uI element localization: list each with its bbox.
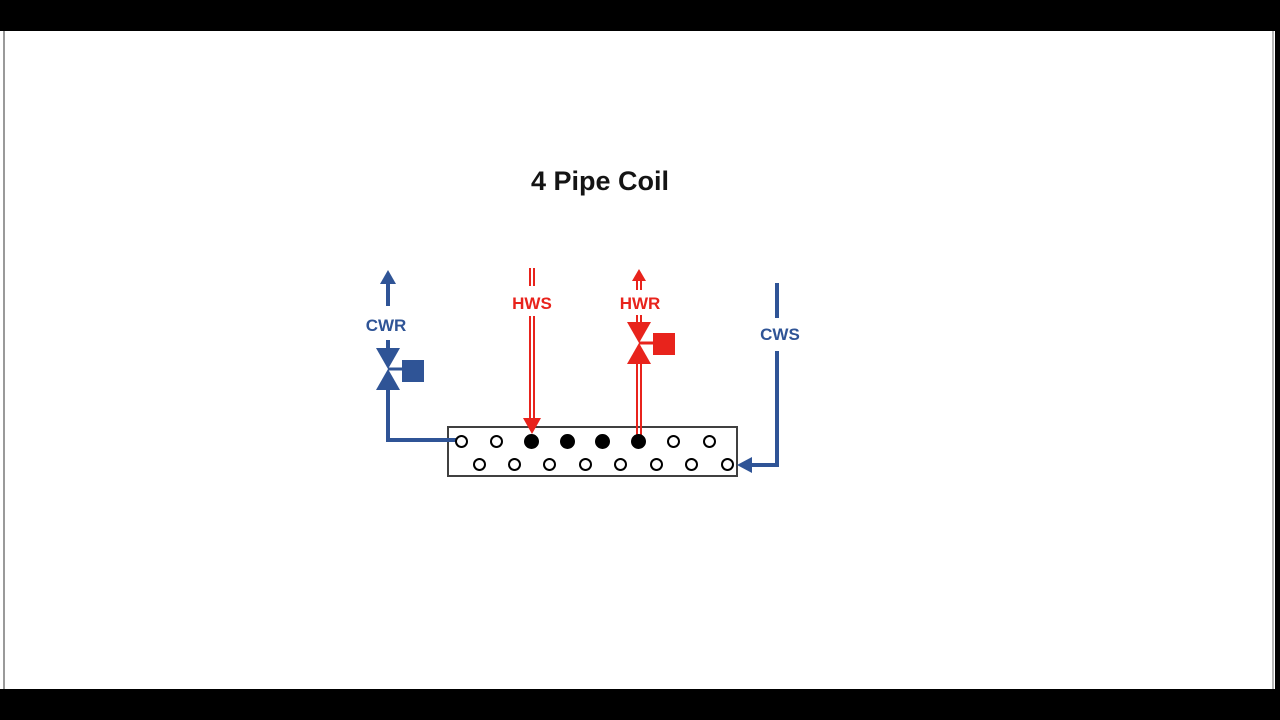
slide-right-edge: [1272, 31, 1274, 689]
cwr-valve-inlet-pipe: [386, 340, 390, 349]
hwr-valve-inlet-pipe: [636, 315, 642, 323]
hwr-label: HWR: [619, 294, 661, 313]
cwr-up-arrow-icon: [380, 270, 396, 284]
cwr-pipe-vertical: [386, 386, 390, 440]
hws-pipe-top: [529, 268, 535, 286]
hwr-pipe-vertical: [636, 362, 642, 438]
diagram-title: 4 Pipe Coil: [530, 166, 670, 196]
cws-left-arrow-icon: [737, 457, 752, 473]
cws-pipe-to-coil: [751, 463, 779, 467]
cws-pipe-vertical: [775, 351, 779, 467]
coil-box: [447, 426, 738, 477]
hwr-up-arrow-icon: [632, 269, 646, 281]
hws-pipe-main: [529, 316, 535, 418]
hwr-control-valve-icon: [627, 322, 675, 364]
letterbox-top: [0, 0, 1280, 31]
slide-left-edge: [3, 31, 5, 689]
letterbox-bottom: [0, 689, 1280, 720]
cwr-pipe-to-coil: [386, 438, 456, 442]
cwr-arrow-shaft: [386, 282, 390, 306]
cws-pipe-top: [775, 283, 779, 318]
hwr-arrow-shaft: [636, 280, 642, 290]
hws-label: HWS: [512, 294, 552, 313]
cwr-control-valve-icon: [376, 348, 424, 390]
hws-down-arrow-icon: [523, 418, 541, 434]
cws-label: CWS: [760, 325, 800, 344]
slide-right-black-strip: [1275, 31, 1280, 689]
cwr-label: CWR: [365, 316, 407, 335]
